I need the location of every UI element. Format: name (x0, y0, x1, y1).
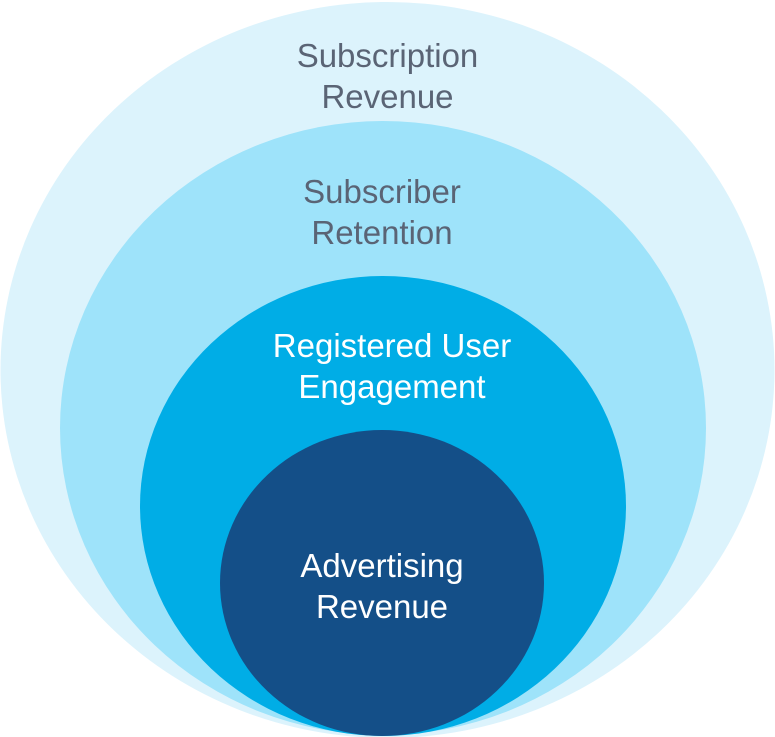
ring-subscriber-retention-label-line-1: Subscriber (303, 173, 461, 210)
ring-subscription-revenue-label-line-1: Subscription (297, 37, 479, 74)
ring-advertising-revenue: Advertising Revenue (220, 430, 544, 736)
ring-advertising-revenue-shape (220, 430, 544, 736)
ring-registered-user-engagement-label-line-2: Engagement (298, 368, 485, 405)
ring-advertising-revenue-label-line-1: Advertising (300, 547, 463, 584)
ring-subscription-revenue-label-line-2: Revenue (321, 78, 453, 115)
ring-advertising-revenue-label-line-2: Revenue (316, 588, 448, 625)
ring-registered-user-engagement-label-line-1: Registered User (273, 327, 511, 364)
ring-subscriber-retention-label-line-2: Retention (311, 214, 452, 251)
